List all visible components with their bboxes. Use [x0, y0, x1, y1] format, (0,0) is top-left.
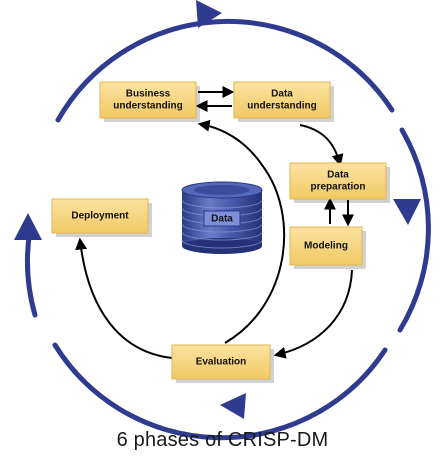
- phase-data-understanding-line2: understanding: [247, 101, 316, 112]
- phase-data-preparation-line1: Data: [327, 170, 349, 181]
- data-store-label: Data: [211, 214, 233, 225]
- arrow-evaluation-to-deployment: [75, 237, 173, 359]
- phase-data-preparation-line2: preparation: [310, 182, 365, 193]
- outer-cycle-arc-left: [24, 227, 38, 318]
- phase-modeling-label: Modeling: [304, 241, 348, 252]
- inner-arrows: [75, 86, 354, 359]
- phase-business-understanding-line1: Business: [126, 89, 171, 100]
- phase-business-understanding-line2: understanding: [113, 101, 182, 112]
- phase-deployment: Deployment: [51, 198, 152, 237]
- outer-arrowhead-right-icon: [393, 199, 421, 225]
- arrow-data-understanding-to-preparation: [299, 124, 344, 167]
- outer-arrowhead-left-icon: [14, 213, 42, 240]
- phase-data-understanding: Data understanding: [233, 81, 334, 122]
- outer-cycle-arrowheads: [14, 0, 421, 419]
- arrow-evaluation-to-business: [197, 119, 286, 344]
- phase-data-understanding-line1: Data: [271, 89, 293, 100]
- phase-evaluation-label: Evaluation: [196, 357, 247, 368]
- phase-data-preparation: Data preparation: [289, 162, 390, 203]
- diagram-caption: 6 phases of CRISP-DM: [116, 429, 329, 451]
- outer-arrowhead-top-icon: [196, 0, 222, 28]
- arrow-modeling-to-evaluation: [273, 269, 353, 359]
- phase-business-understanding: Business understanding: [99, 81, 200, 122]
- phase-evaluation: Evaluation: [171, 344, 274, 383]
- outer-cycle-arc-bottom: [52, 342, 388, 441]
- data-cylinder-icon: Data: [181, 181, 263, 254]
- outer-arrowhead-bottom-icon: [220, 393, 246, 419]
- outer-cycle-arc-right: [397, 127, 431, 333]
- phase-deployment-label: Deployment: [71, 211, 129, 222]
- phase-modeling: Modeling: [289, 226, 366, 269]
- outer-cycle-arc-top: [55, 18, 395, 123]
